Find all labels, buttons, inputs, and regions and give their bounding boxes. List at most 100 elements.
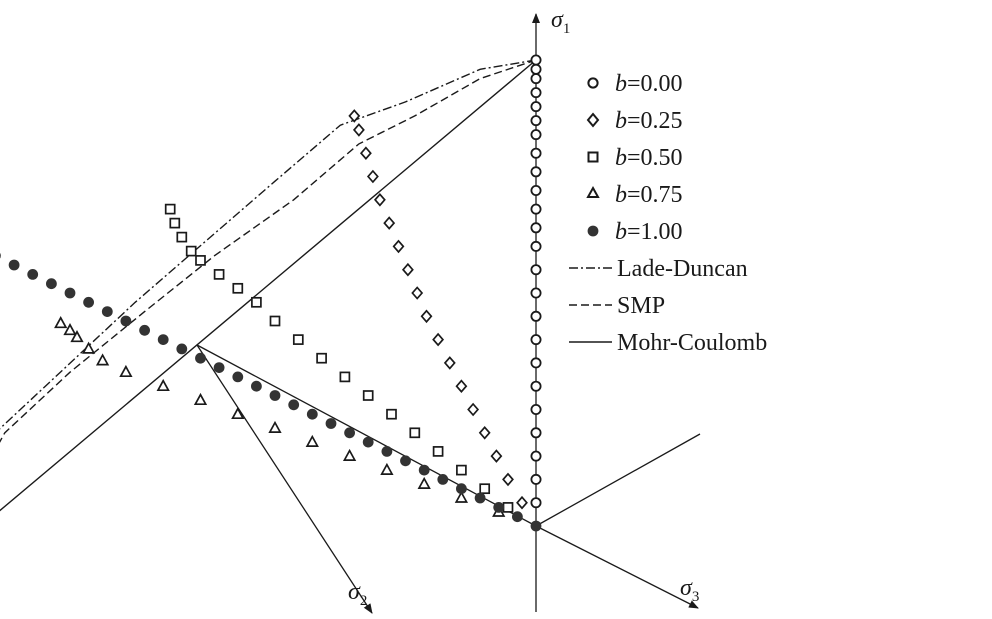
data-point-diamond-open	[401, 262, 414, 277]
data-point-diamond-open	[359, 146, 372, 160]
data-point-square-open	[432, 446, 444, 457]
sigma2-axis	[196, 344, 373, 614]
data-point-square-open	[409, 427, 421, 439]
data-point-square-open	[213, 269, 225, 280]
data-point-triangle-open	[380, 462, 394, 475]
data-point-circle-filled	[400, 455, 411, 467]
criterion-lade-duncan-curve	[0, 59, 537, 430]
data-point-diamond-open	[392, 239, 405, 254]
data-point-circle-open	[530, 147, 542, 159]
data-point-circle-filled	[474, 492, 486, 504]
data-point-circle-filled	[27, 269, 39, 280]
data-point-square-open	[251, 296, 262, 308]
legend-entry-smp: SMP	[569, 293, 665, 319]
data-point-circle-open	[530, 450, 542, 462]
legend-label: b=0.50	[615, 145, 683, 171]
data-point-circle-filled	[306, 408, 318, 420]
data-point-triangle-open	[81, 341, 96, 354]
legend-label: b=0.75	[615, 182, 683, 208]
data-point-circle-open	[530, 222, 542, 234]
legend-label: b=1.00	[615, 219, 683, 245]
data-point-triangle-open	[454, 490, 469, 503]
legend-entry-b-0-00: b=0.00	[587, 71, 683, 97]
data-point-square-open	[185, 245, 197, 257]
legend-label: b=0.25	[615, 108, 683, 134]
data-point-diamond-open	[383, 216, 396, 230]
data-point-circle-filled	[344, 427, 355, 439]
data-point-square-open	[339, 371, 351, 383]
data-point-circle-open	[530, 497, 542, 509]
data-point-circle-open	[530, 54, 542, 66]
legend-entry-b-0-75: b=0.75	[586, 182, 683, 208]
legend-entry-b-0-50: b=0.50	[587, 145, 683, 171]
data-point-diamond-open	[420, 309, 433, 324]
data-point-circle-open	[530, 101, 542, 113]
data-point-diamond-open	[455, 379, 468, 393]
data-point-square-open	[456, 464, 467, 476]
data-point-circle-open	[530, 403, 542, 415]
legend-marker-square-open	[587, 151, 599, 163]
data-point-square-open	[176, 231, 188, 243]
sigma3-axis-extension	[535, 433, 701, 527]
data-point-square-open	[292, 334, 304, 345]
data-point-circle-filled	[493, 502, 505, 513]
legend-label: Lade-Duncan	[617, 256, 748, 282]
data-point-circle-open	[530, 427, 542, 439]
data-point-diamond-open	[478, 426, 491, 440]
data-point-circle-filled	[362, 436, 374, 448]
data-point-triangle-open	[70, 330, 84, 343]
data-point-circle-filled	[512, 511, 523, 523]
data-point-triangle-open	[193, 392, 208, 406]
data-point-diamond-open	[516, 495, 528, 510]
data-point-circle-filled	[176, 343, 188, 355]
legend-marker-triangle-open	[586, 185, 600, 198]
data-series	[0, 54, 542, 532]
data-point-circle-open	[530, 380, 542, 392]
data-point-circle-open	[530, 240, 542, 252]
legend: b=0.00 b=0.25 b=0.50 b=0.75 b=1.00 Lade-…	[569, 71, 767, 356]
data-point-triangle-open	[54, 316, 68, 329]
data-point-circle-open	[530, 73, 542, 85]
data-point-circle-filled	[232, 371, 244, 383]
legend-label: SMP	[617, 293, 665, 319]
data-point-triangle-open	[417, 476, 431, 489]
data-point-circle-filled	[157, 334, 169, 345]
legend-entry-mohr-coulomb: Mohr-Coulomb	[569, 330, 767, 356]
data-point-triangle-open	[95, 353, 110, 366]
data-point-circle-filled	[269, 390, 281, 401]
data-point-triangle-open	[231, 406, 245, 420]
data-point-square-open	[232, 282, 244, 294]
data-point-square-open	[195, 255, 206, 266]
sigma3-axis	[535, 525, 699, 609]
data-point-square-open	[502, 502, 514, 513]
data-point-circle-open	[530, 334, 542, 346]
data-point-square-open	[316, 352, 327, 364]
data-point-circle-open	[530, 129, 542, 141]
data-point-circle-filled	[64, 287, 76, 299]
data-point-square-open	[386, 408, 397, 420]
criterion-mohr-coulomb-curve	[0, 59, 537, 512]
data-point-triangle-open	[156, 378, 170, 392]
data-point-circle-open	[530, 115, 542, 127]
data-point-square-open	[362, 390, 374, 401]
data-point-circle-open	[530, 184, 542, 196]
data-point-square-open	[164, 203, 176, 215]
data-point-square-open	[269, 315, 281, 327]
data-point-circle-open	[530, 166, 542, 178]
data-point-diamond-open	[467, 402, 480, 417]
data-point-circle-open	[530, 473, 542, 485]
legend-entry-lade-duncan: Lade-Duncan	[569, 256, 748, 282]
data-point-triangle-open	[305, 434, 319, 447]
data-point-circle-filled	[46, 278, 57, 290]
data-point-diamond-open	[352, 123, 365, 137]
data-point-triangle-open	[119, 364, 133, 378]
data-point-circle-filled	[325, 418, 337, 429]
data-point-triangle-open	[342, 448, 357, 461]
data-point-diamond-open	[490, 449, 503, 463]
data-point-diamond-open	[443, 356, 456, 370]
failure-criteria	[0, 59, 537, 512]
data-point-triangle-open	[63, 323, 77, 336]
legend-label: b=0.00	[615, 71, 683, 97]
data-point-circle-filled	[8, 259, 20, 271]
